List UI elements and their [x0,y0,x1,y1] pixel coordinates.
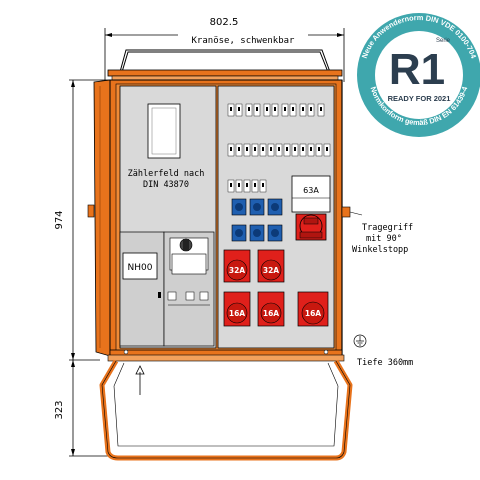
cabinet-door [87,79,111,357]
schuko-socket-faces [235,203,279,237]
cabinet-base [107,349,345,362]
badge-ready: READY FOR 2021 [388,94,451,103]
handle-label-3: Winkelstopp [352,245,408,255]
main-breaker-63a [291,175,331,213]
cee-socket-32a-1 [223,249,251,283]
cee-socket-16a-1 [223,291,251,327]
depth-label: Tiefe 360mm [357,358,413,368]
cee-label-2: 32A [263,266,279,275]
badge-series-prefix: Serie [436,38,451,44]
main-breaker-label: 63A [303,186,319,195]
cee-label-4: 16A [263,309,279,318]
crane-eye-bracket [119,49,331,73]
fuse-label: NH00 [128,263,153,273]
cabinet-roof [107,69,343,81]
dimension-width: 802.5 [210,17,239,28]
cee-socket-16a-2 [257,291,285,327]
cee-socket-32a-2 [257,249,285,283]
badge-series: R1 [389,45,445,94]
mcb-toggles [230,107,328,187]
meter-field-line2: DIN 43870 [143,180,189,190]
dimension-arrows [71,33,344,456]
nh00-fuse-block [119,231,165,347]
dimension-height-cabinet: 974 [54,210,65,229]
meter-field-line1: Zählerfeld nach [128,169,205,179]
cee-label-1: 32A [229,266,245,275]
crane-eye-label: Kranöse, schwenkbar [192,36,296,46]
r1-badge: Neue Anwendernorm DIN VDE 0100-704 Normk… [357,13,480,137]
arrow-up-icon [135,365,145,395]
stand-frame [99,359,353,461]
handle-label-1: Tragegriff [362,223,413,233]
main-switch-block [163,231,215,347]
dimension-height-stand: 323 [54,400,65,419]
earth-ground-icon [353,334,367,348]
cee-socket-16a-3 [297,291,329,327]
cee-socket-63a [295,213,327,241]
carrying-handle [341,206,363,218]
cee-label-3: 16A [229,309,245,318]
handle-label-2: mit 90° [366,234,402,244]
cee-label-5: 16A [305,309,321,318]
